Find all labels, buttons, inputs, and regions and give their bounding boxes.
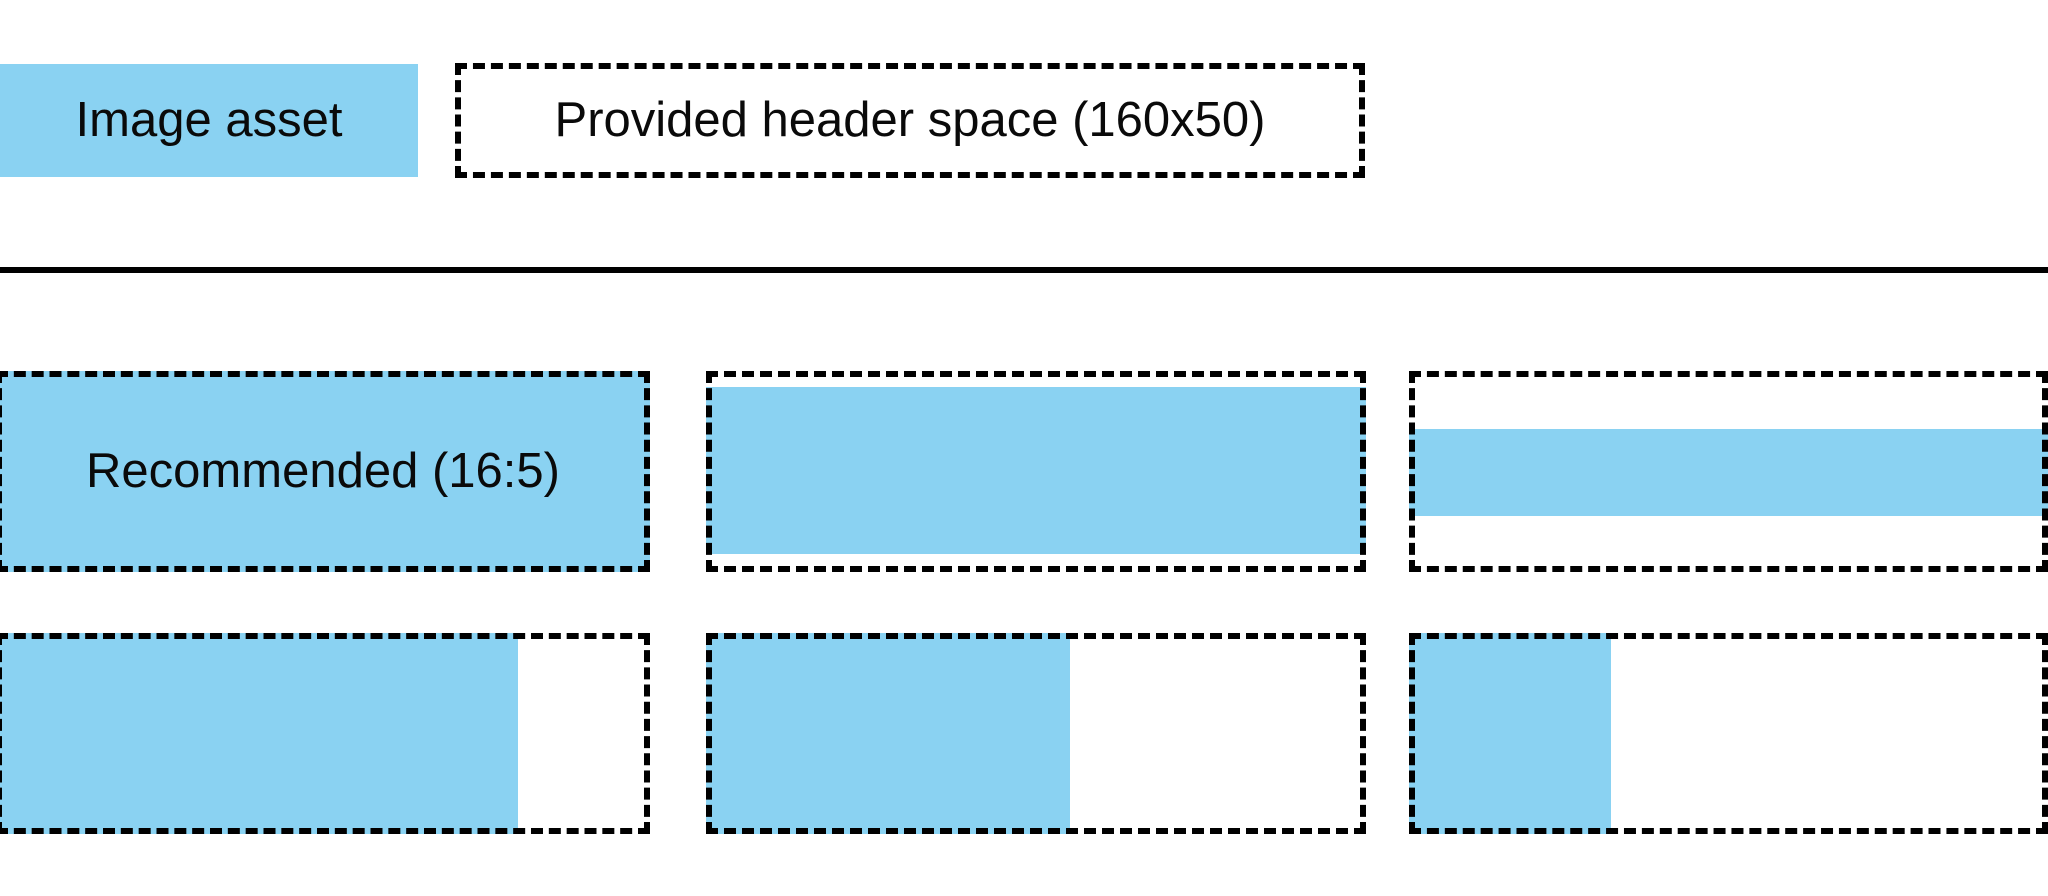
example-very-wide-asset-stripe-box [1409,371,2048,572]
example-recommended-16x5-box: Recommended (16:5) [0,371,650,572]
legend-header-space-label: Provided header space (160x50) [554,93,1266,147]
section-divider [0,267,2048,273]
legend-header-space-box: Provided header space (160x50) [455,63,1365,178]
image-asset-fill [706,633,1070,834]
example-narrow-asset-medium-box [706,633,1366,834]
image-asset-fill [1409,633,1611,834]
image-asset-fill [706,387,1366,554]
image-asset-fill [0,633,518,834]
legend-image-asset-swatch: Image asset [0,64,418,177]
recommended-label: Recommended (16:5) [86,444,560,498]
example-wide-asset-letterbox-box [706,371,1366,572]
image-asset-fill [1409,429,2048,516]
example-narrow-asset-large-box [0,633,650,834]
example-narrow-asset-small-box [1409,633,2048,834]
legend-image-asset-label: Image asset [75,93,343,147]
